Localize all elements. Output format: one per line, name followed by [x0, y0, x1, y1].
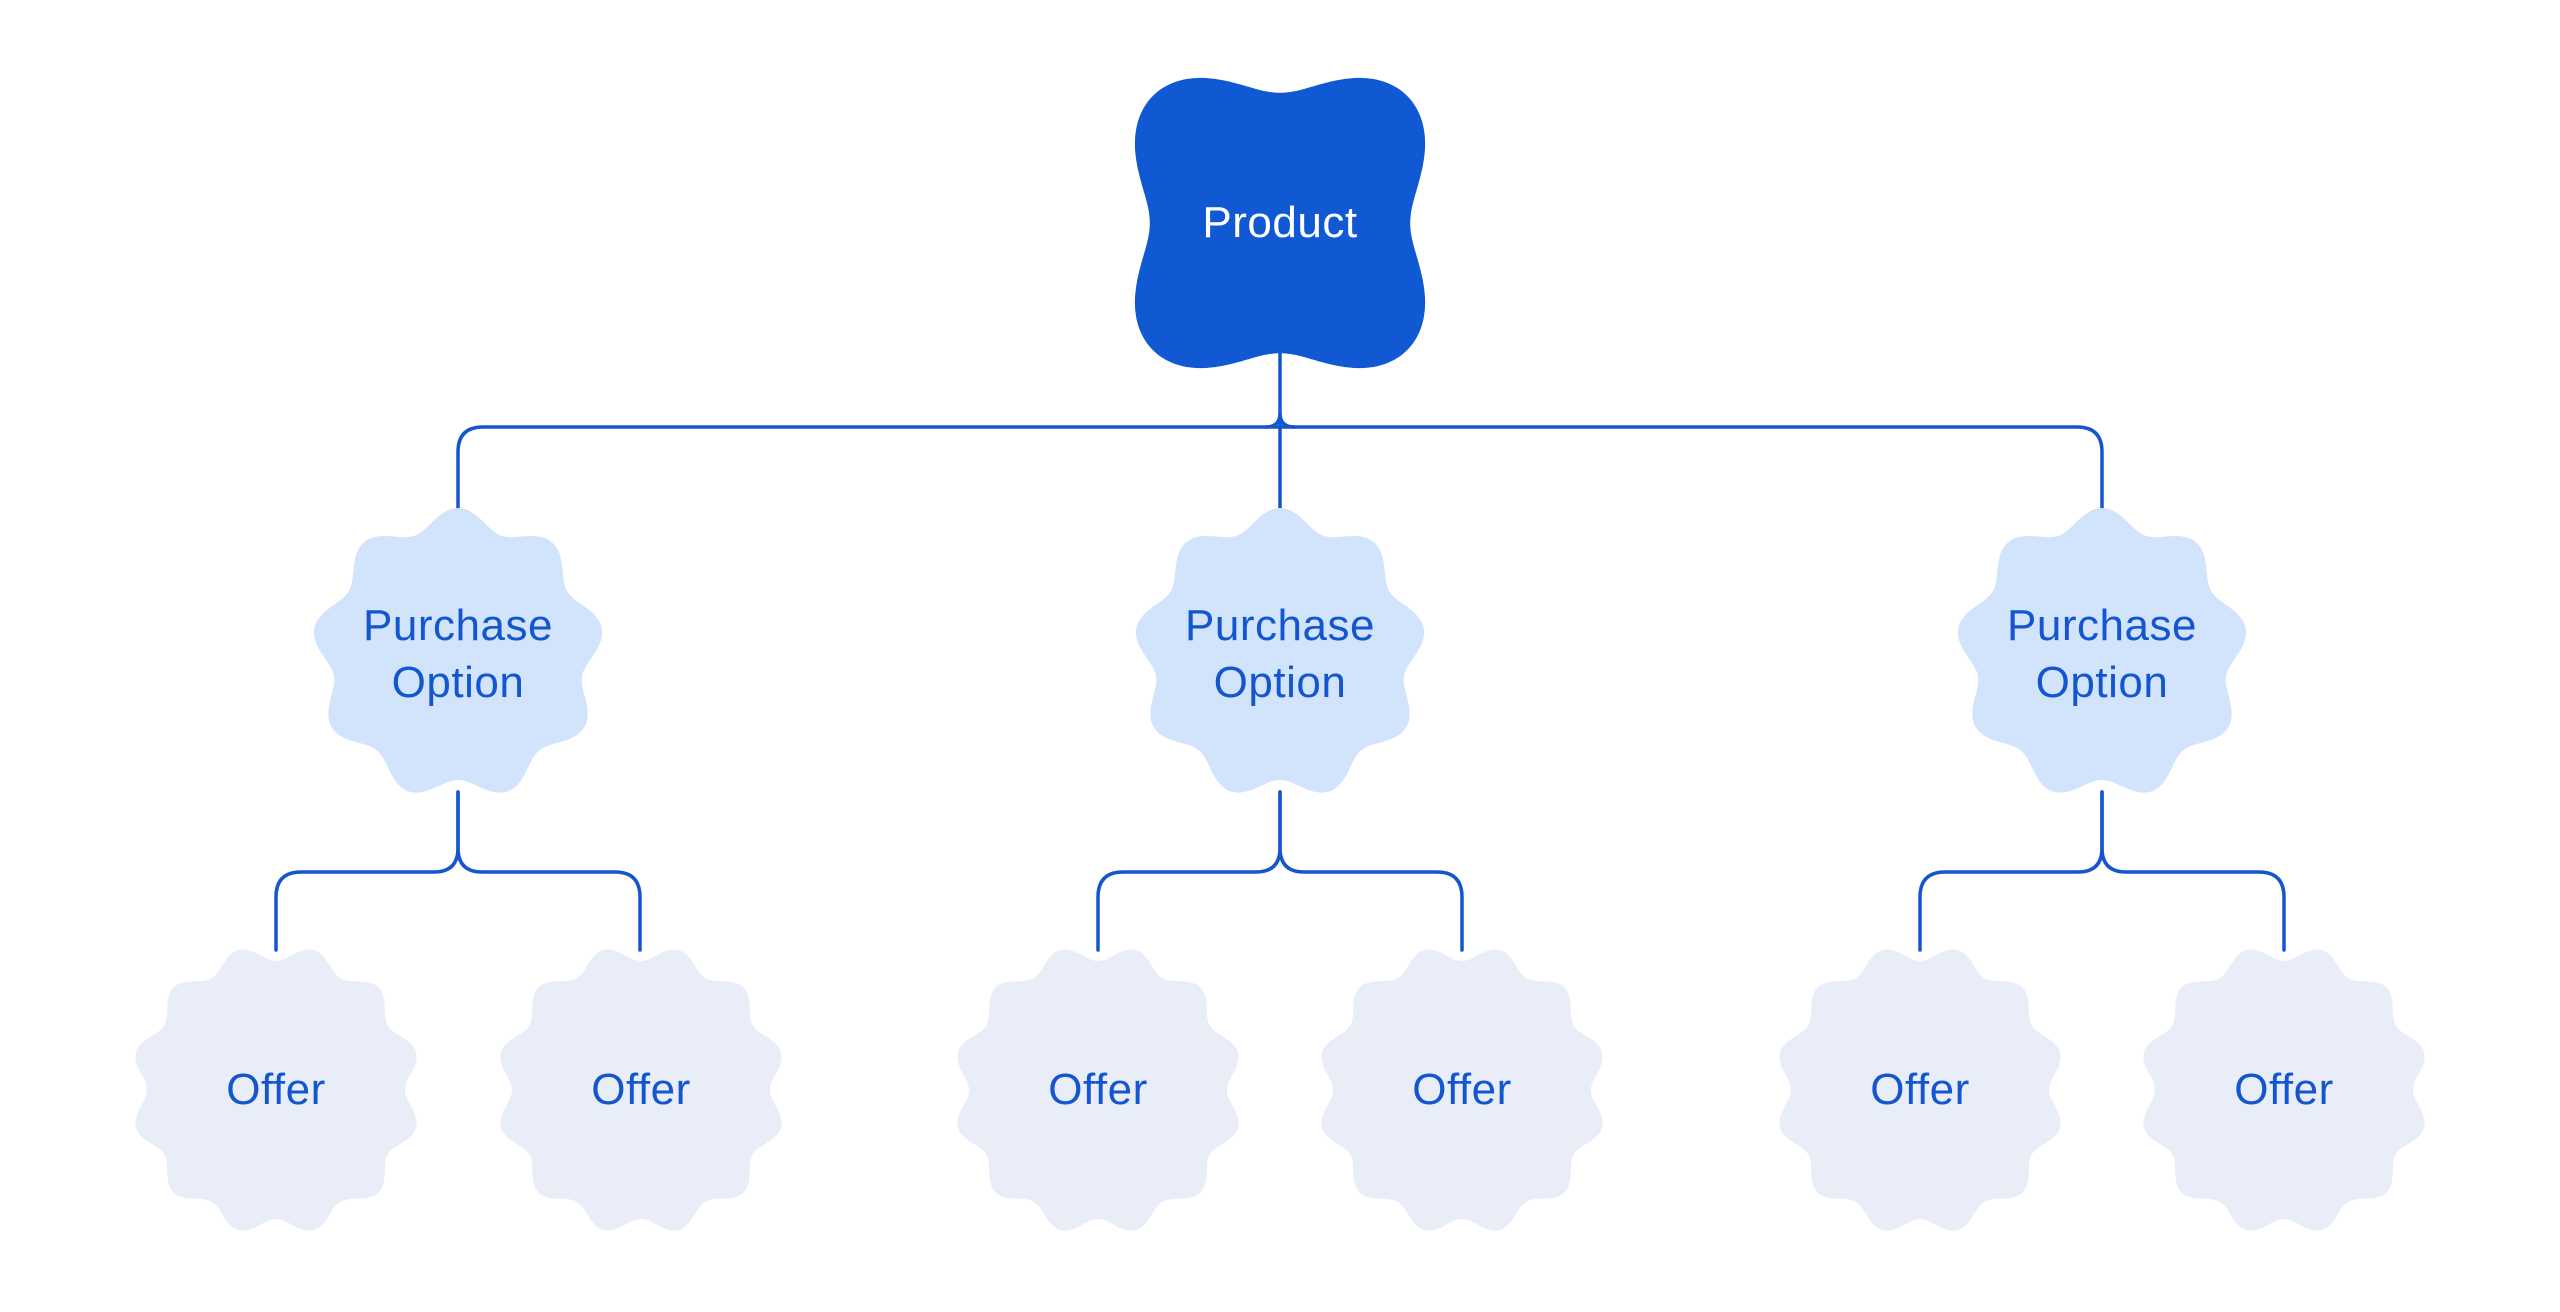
product-label: Product	[1202, 198, 1358, 248]
offer-node-5: Offer	[1770, 940, 2070, 1240]
connector-branch	[1096, 790, 1282, 952]
offer-node-1: Offer	[126, 940, 426, 1240]
offer-label: Offer	[2234, 1065, 2334, 1115]
purchase-option-label: Purchase Option	[1185, 600, 1375, 707]
purchase-option-label: Purchase Option	[363, 600, 553, 707]
offer-label: Offer	[591, 1065, 691, 1115]
offer-label: Offer	[1412, 1065, 1512, 1115]
offer-label: Offer	[1870, 1065, 1970, 1115]
offer-label: Offer	[1048, 1065, 1148, 1115]
offer-node-3: Offer	[948, 940, 1248, 1240]
offer-node-4: Offer	[1312, 940, 1612, 1240]
purchase-option-blob-shape	[1957, 508, 2247, 793]
product-blob-shape	[1134, 77, 1426, 369]
connector-top-fillet	[1264, 412, 1296, 429]
purchase-option-label: Purchase Option	[2007, 600, 2197, 707]
purchase-option-node-3: Purchase Option	[1952, 504, 2252, 804]
purchase-option-blob-shape	[313, 508, 603, 793]
connector-branch	[1278, 790, 1464, 952]
offer-blob-shape	[135, 949, 417, 1231]
offer-blob-shape	[1779, 949, 2061, 1231]
purchase-option-node-1: Purchase Option	[308, 504, 608, 804]
purchase-option-node-2: Purchase Option	[1130, 504, 1430, 804]
product-node: Product	[1125, 68, 1435, 378]
connector-branch	[274, 790, 460, 952]
offer-blob-shape	[957, 949, 1239, 1231]
connector-branch	[2100, 790, 2286, 952]
connector-branch	[456, 790, 642, 952]
connector-branch	[1918, 790, 2104, 952]
offer-label: Offer	[226, 1065, 326, 1115]
offer-node-2: Offer	[491, 940, 791, 1240]
offer-blob-shape	[1321, 949, 1603, 1231]
connector-top-rail	[456, 425, 2104, 526]
purchase-option-blob-shape	[1135, 508, 1425, 793]
offer-node-6: Offer	[2134, 940, 2434, 1240]
offer-blob-shape	[500, 949, 782, 1231]
offer-blob-shape	[2143, 949, 2425, 1231]
